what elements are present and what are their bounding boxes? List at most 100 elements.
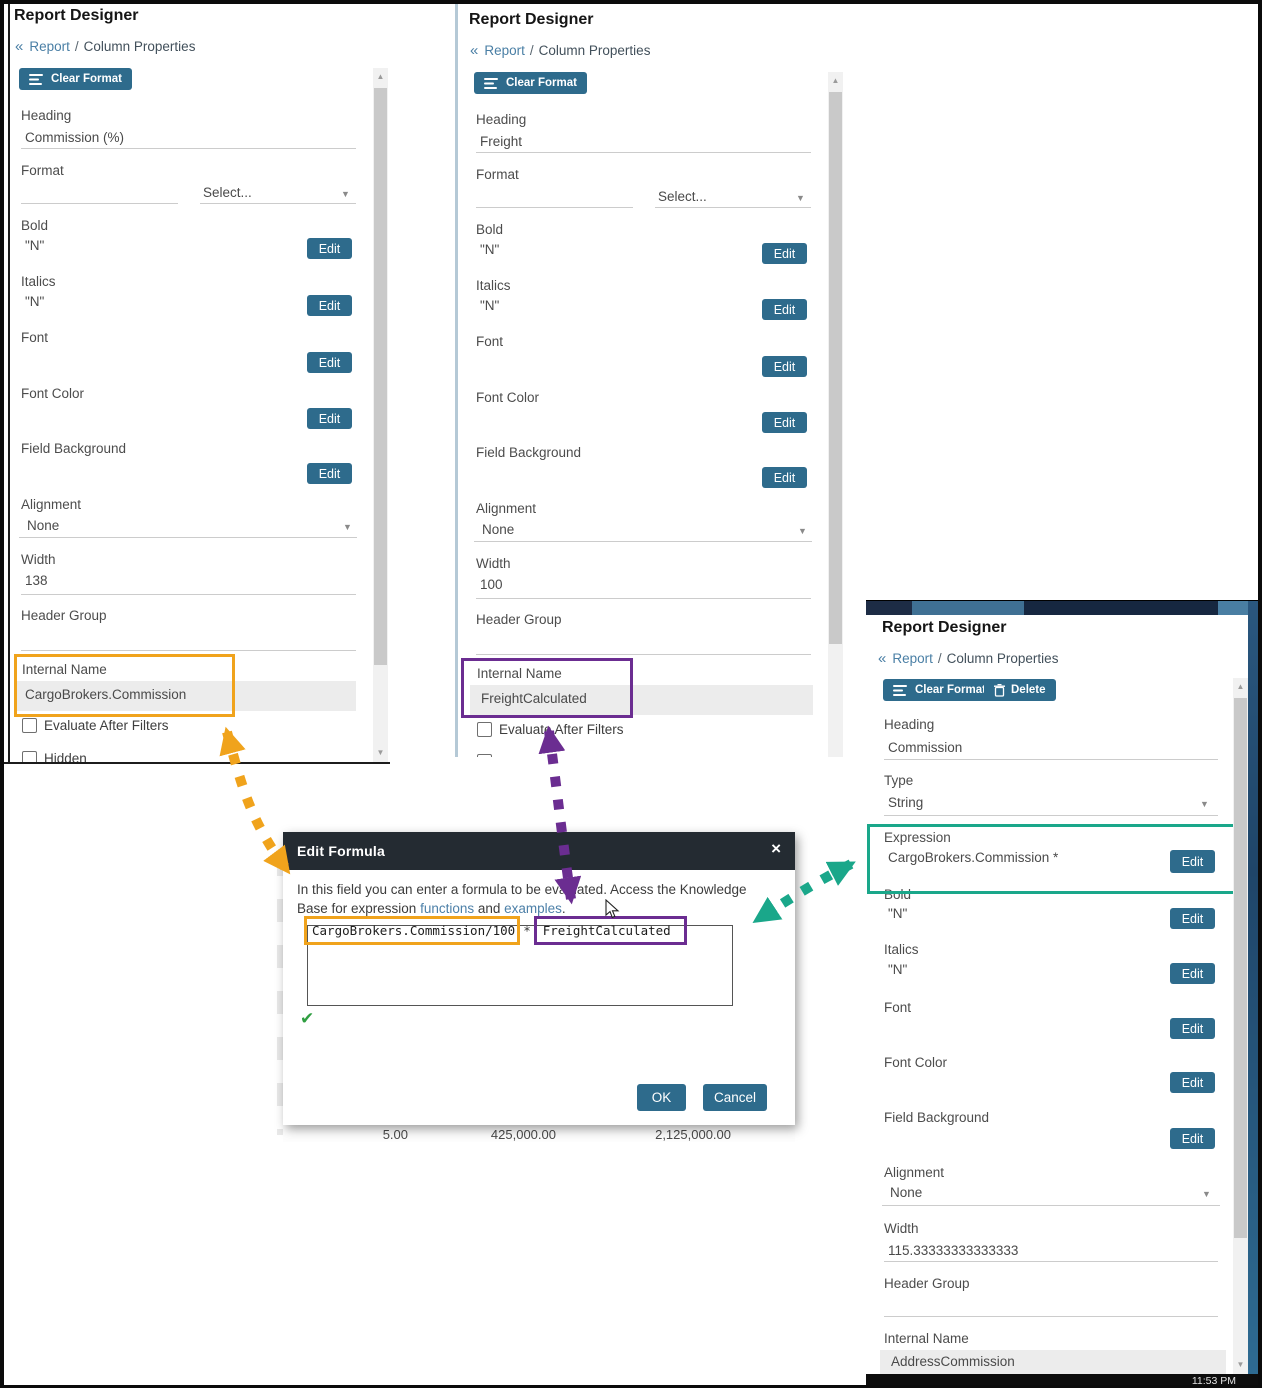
scrollbar-thumb[interactable] <box>1234 698 1247 1238</box>
italics-edit-button[interactable]: Edit <box>1170 963 1215 984</box>
clear-format-label: Clear Format <box>51 73 122 85</box>
expression-edit-button[interactable]: Edit <box>1170 850 1215 873</box>
background-cell: 5.00 <box>382 1127 408 1142</box>
back-chevrons-icon[interactable]: « <box>15 38 24 55</box>
chevron-down-icon[interactable]: ▼ <box>798 526 807 536</box>
heading-input[interactable]: Commission <box>888 740 963 755</box>
scroll-up-icon[interactable]: ▲ <box>831 76 840 85</box>
back-chevrons-icon[interactable]: « <box>878 650 887 667</box>
chevron-down-icon[interactable]: ▼ <box>1200 799 1209 809</box>
scrollbar[interactable]: ▲ ▼ <box>373 68 388 762</box>
formula-valid-check-icon: ✔ <box>300 1009 315 1028</box>
evaluate-after-filters-checkbox[interactable] <box>22 718 37 733</box>
font-color-edit-button[interactable]: Edit <box>1170 1072 1215 1093</box>
italics-value: "N" <box>480 298 500 313</box>
page-title: Report Designer <box>469 11 594 28</box>
divider-line <box>21 148 356 149</box>
heading-input[interactable]: Freight <box>480 134 523 149</box>
heading-label: Heading <box>884 717 935 732</box>
description-text: and <box>474 901 505 916</box>
dialog-header[interactable]: Edit Formula × <box>283 832 795 870</box>
chevron-down-icon[interactable]: ▼ <box>796 193 805 203</box>
hidden-checkbox[interactable] <box>22 751 37 762</box>
back-chevrons-icon[interactable]: « <box>470 42 479 59</box>
scroll-up-icon[interactable]: ▲ <box>1236 682 1245 691</box>
scrollbar-thumb[interactable] <box>829 92 842 644</box>
format-input[interactable] <box>476 207 633 208</box>
type-select[interactable]: String <box>888 795 924 810</box>
field-background-edit-button[interactable]: Edit <box>762 467 807 488</box>
alignment-select[interactable]: None <box>27 518 60 533</box>
panel1-bottom-border <box>4 762 390 764</box>
chevron-down-icon[interactable]: ▼ <box>341 189 350 199</box>
italics-edit-button[interactable]: Edit <box>307 295 352 316</box>
screenshot-frame <box>0 0 4 1388</box>
alignment-select[interactable]: None <box>890 1185 923 1200</box>
width-input[interactable]: 100 <box>480 577 503 592</box>
format-input[interactable] <box>21 203 178 204</box>
italics-label: Italics <box>884 942 919 957</box>
field-background-edit-button[interactable]: Edit <box>307 463 352 484</box>
breadcrumb-report-link[interactable]: Report <box>29 39 70 54</box>
breadcrumb-current: Column Properties <box>83 39 196 54</box>
close-icon[interactable]: × <box>771 839 781 858</box>
heading-input[interactable]: Commission (%) <box>25 130 125 145</box>
alignment-select[interactable]: None <box>482 522 515 537</box>
scrollbar[interactable]: ▲ ▼ <box>1233 678 1248 1374</box>
bold-edit-button[interactable]: Edit <box>1170 908 1215 929</box>
font-color-edit-button[interactable]: Edit <box>307 408 352 429</box>
format-select[interactable]: Select... <box>658 189 707 204</box>
header-group-input[interactable] <box>884 1316 1218 1317</box>
evaluate-after-filters-checkbox[interactable] <box>477 722 492 737</box>
format-label: Format <box>476 167 519 182</box>
italics-value: "N" <box>888 962 908 977</box>
clear-format-button[interactable]: Clear Format <box>883 679 996 701</box>
heading-label: Heading <box>476 112 527 127</box>
header-group-input[interactable] <box>476 654 811 655</box>
width-input[interactable]: 115.33333333333333 <box>888 1243 1019 1258</box>
header-group-label: Header Group <box>884 1276 970 1291</box>
field-background-label: Field Background <box>884 1110 990 1125</box>
functions-link[interactable]: functions <box>420 901 475 916</box>
ok-button[interactable]: OK <box>637 1084 686 1111</box>
width-input[interactable]: 138 <box>25 573 48 588</box>
font-edit-button[interactable]: Edit <box>762 356 807 377</box>
screenshot-frame <box>1258 0 1262 1388</box>
field-background-edit-button[interactable]: Edit <box>1170 1128 1215 1149</box>
format-select[interactable]: Select... <box>203 185 252 200</box>
scroll-up-icon[interactable]: ▲ <box>376 72 385 81</box>
chevron-down-icon[interactable]: ▼ <box>343 522 352 532</box>
clear-format-button[interactable]: Clear Format <box>19 68 132 90</box>
italics-edit-button[interactable]: Edit <box>762 299 807 320</box>
clear-format-button[interactable]: Clear Format <box>474 72 587 94</box>
breadcrumb-report-link[interactable]: Report <box>484 43 525 58</box>
scrollbar[interactable]: ▲ <box>828 72 843 757</box>
bold-value: "N" <box>25 238 45 253</box>
font-edit-button[interactable]: Edit <box>307 352 352 373</box>
scrollbar-thumb[interactable] <box>374 88 387 665</box>
scroll-down-icon[interactable]: ▼ <box>376 748 385 757</box>
examples-link[interactable]: examples <box>504 901 562 916</box>
internal-name-field: CargoBrokers.Commission <box>14 681 356 711</box>
screenshot-frame <box>0 0 1262 4</box>
cancel-button[interactable]: Cancel <box>703 1084 767 1111</box>
screenshot-frame <box>0 1385 1262 1388</box>
chevron-down-icon[interactable]: ▼ <box>1202 1189 1211 1199</box>
scroll-down-icon[interactable]: ▼ <box>1236 1360 1245 1369</box>
taskbar[interactable]: 11:53 PM <box>866 1374 1262 1388</box>
expression-label: Expression <box>884 830 951 845</box>
header-group-input[interactable] <box>21 650 356 651</box>
bold-edit-button[interactable]: Edit <box>762 243 807 264</box>
hidden-checkbox[interactable] <box>477 754 492 757</box>
expression-value: CargoBrokers.Commission * <box>888 850 1059 865</box>
width-label: Width <box>476 556 511 571</box>
divider-line <box>882 1205 1220 1206</box>
font-edit-button[interactable]: Edit <box>1170 1018 1215 1039</box>
font-color-edit-button[interactable]: Edit <box>762 412 807 433</box>
breadcrumb-report-link[interactable]: Report <box>892 651 933 666</box>
description-text: In this field you can enter a formula to… <box>297 882 747 916</box>
delete-button[interactable]: Delete <box>984 679 1056 701</box>
type-label: Type <box>884 773 914 788</box>
bold-edit-button[interactable]: Edit <box>307 238 352 259</box>
bold-label: Bold <box>21 218 49 233</box>
